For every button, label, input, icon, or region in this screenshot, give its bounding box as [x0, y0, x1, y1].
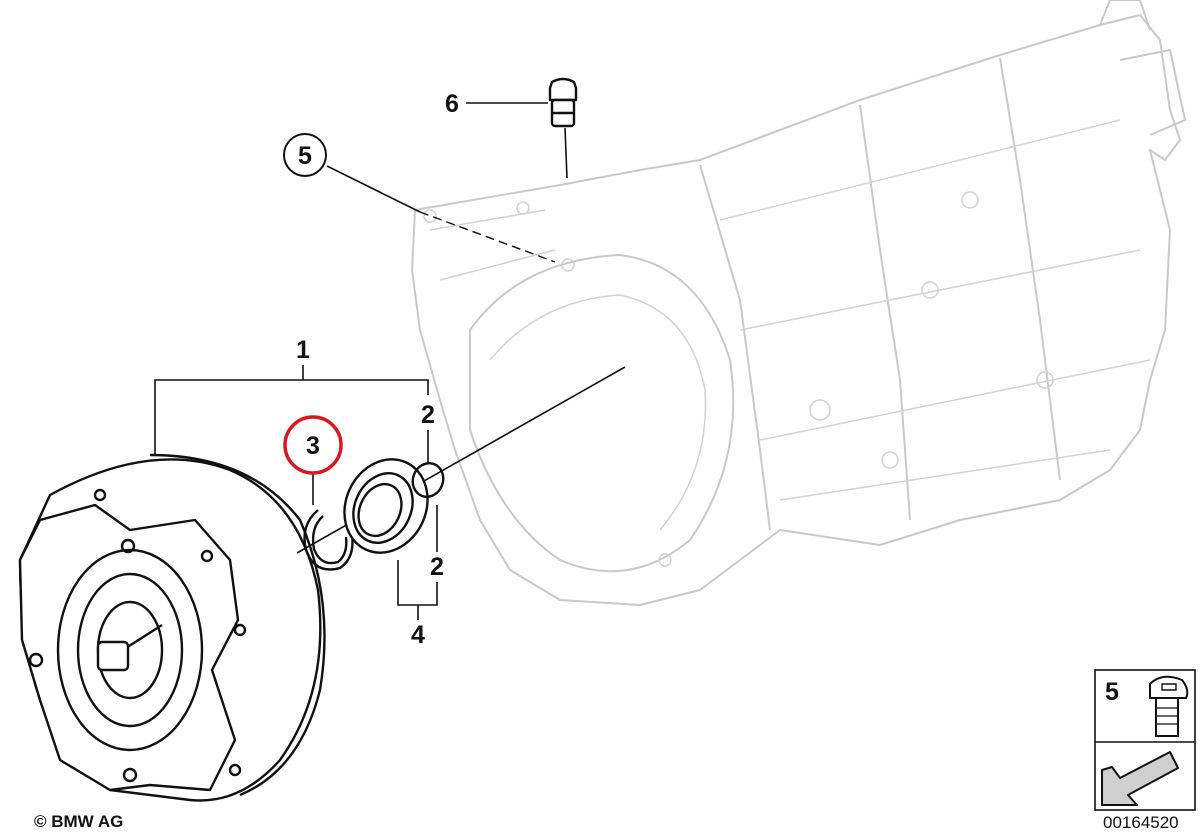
highlight-circle [283, 415, 343, 475]
callout-5: 5 [298, 142, 312, 170]
callout-2-top: 2 [421, 401, 435, 429]
callout-4: 4 [411, 621, 425, 649]
copyright: © BMW AG [34, 812, 124, 831]
arrow-icon [1101, 751, 1179, 806]
callout-1: 1 [296, 336, 310, 364]
vent-plug [466, 77, 578, 179]
callout-2-bottom: 2 [430, 553, 444, 581]
transmission-housing [411, 0, 1186, 606]
bracket-1 [154, 365, 429, 455]
shaft-seal [343, 458, 429, 554]
callout-5-leader [326, 165, 556, 263]
snap-ring [303, 509, 354, 571]
o-ring [411, 462, 445, 498]
callout-3: 3 [306, 432, 320, 460]
diagram-id: 00164520 [1103, 813, 1179, 832]
bracket-4 [397, 560, 438, 620]
callout-6: 6 [445, 90, 459, 118]
inset-label: 5 [1105, 678, 1119, 706]
inset-box: 5 [1094, 669, 1196, 811]
bolt-icon [1149, 675, 1189, 737]
callout-5-circle [283, 133, 327, 177]
torque-converter [18, 453, 326, 802]
